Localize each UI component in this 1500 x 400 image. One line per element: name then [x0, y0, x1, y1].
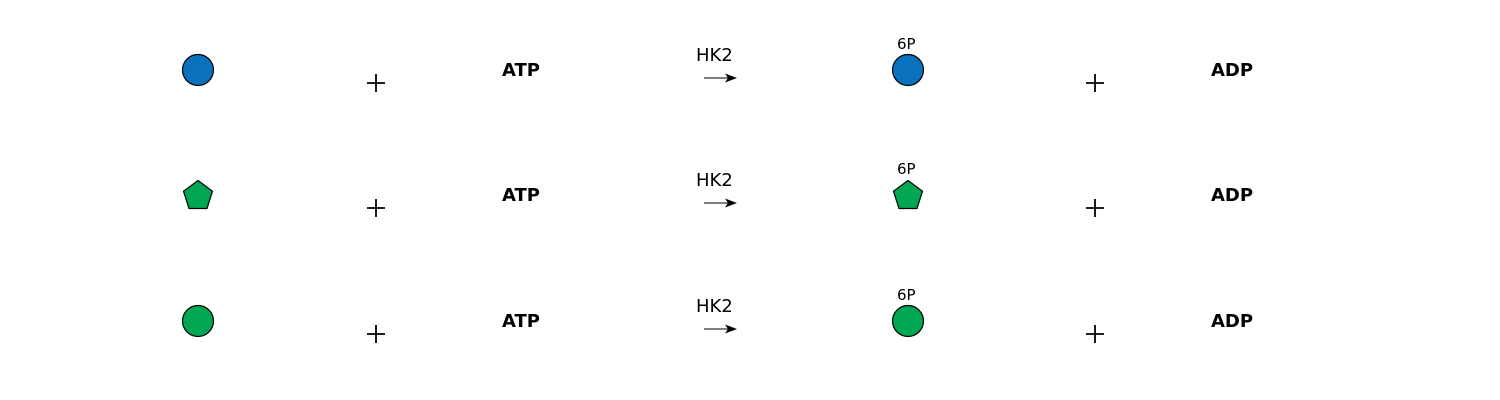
green-circle-product-icon: [891, 304, 925, 338]
blue-circle-substrate-icon: [181, 53, 215, 87]
reaction-row-1: ATP HK2 6P ADP: [0, 30, 1500, 110]
blue-circle-product-icon: [891, 53, 925, 87]
modification-label: 6P: [897, 160, 916, 178]
adp-label: ADP: [1211, 185, 1254, 206]
reaction-arrow-icon: [704, 73, 737, 83]
plus-icon: [1086, 74, 1104, 92]
enzyme-label: HK2: [696, 296, 733, 317]
green-pentagon-substrate-icon: [182, 179, 214, 210]
plus-icon: [367, 325, 385, 343]
plus-icon: [367, 199, 385, 217]
enzyme-label: HK2: [696, 170, 733, 191]
modification-label: 6P: [897, 35, 916, 53]
reaction-row-2: ATP HK2 6P ADP: [0, 155, 1500, 235]
atp-label: ATP: [502, 185, 541, 206]
atp-label: ATP: [502, 311, 541, 332]
plus-icon: [367, 74, 385, 92]
plus-icon: [1086, 325, 1104, 343]
reaction-arrow-icon: [704, 198, 737, 208]
adp-label: ADP: [1211, 311, 1254, 332]
green-circle-substrate-icon: [181, 304, 215, 338]
modification-label: 6P: [897, 286, 916, 304]
atp-label: ATP: [502, 60, 541, 81]
green-pentagon-product-icon: [892, 179, 924, 210]
enzyme-label: HK2: [696, 45, 733, 66]
reaction-row-3: ATP HK2 6P ADP: [0, 281, 1500, 361]
adp-label: ADP: [1211, 60, 1254, 81]
reaction-arrow-icon: [704, 324, 737, 334]
plus-icon: [1086, 199, 1104, 217]
